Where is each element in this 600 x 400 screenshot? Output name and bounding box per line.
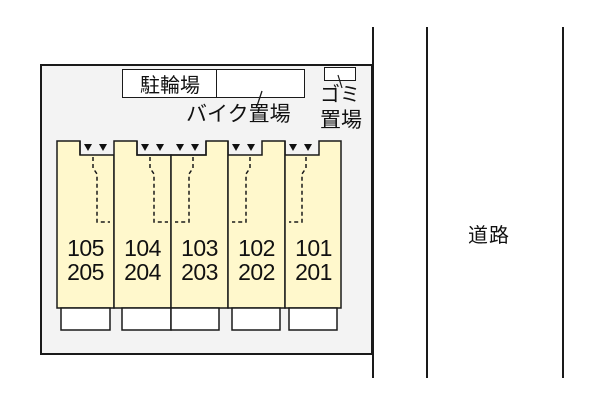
- road-edge-line-right: [562, 27, 564, 378]
- unit-upper-number: 202: [238, 259, 275, 285]
- unit-104-204: 104 204: [114, 236, 171, 284]
- unit-ground-number: 103: [181, 235, 218, 261]
- entrance-markers: [84, 144, 312, 151]
- road-label: 道路: [468, 223, 510, 247]
- road-edge-line-left: [426, 27, 428, 378]
- unit-101-201: 101 201: [285, 236, 342, 284]
- unit-105-205: 105 205: [57, 236, 114, 284]
- bicycle-parking-label-box: 駐輪場: [122, 69, 218, 98]
- unit-upper-number: 204: [124, 259, 161, 285]
- unit-ground-number: 104: [124, 235, 161, 261]
- unit-upper-number: 205: [67, 259, 104, 285]
- units-outline: [56, 140, 342, 309]
- motorbike-leader-line: [256, 90, 263, 107]
- lot-road-boundary-line: [372, 27, 374, 378]
- garbage-label-line2: 置場: [320, 108, 362, 132]
- bicycle-parking-label: 駐輪場: [140, 73, 200, 97]
- unit-ground-number: 101: [295, 235, 332, 261]
- unit-102-202: 102 202: [228, 236, 285, 284]
- garbage-label-line1: ゴミ: [320, 82, 360, 106]
- unit-103-203: 103 203: [171, 236, 228, 284]
- stair-dashed-lines: [92, 157, 307, 223]
- balconies: [60, 307, 338, 331]
- motorbike-parking-label: バイク置場: [186, 102, 291, 126]
- unit-ground-number: 102: [238, 235, 275, 261]
- unit-upper-number: 203: [181, 259, 218, 285]
- unit-ground-number: 105: [67, 235, 104, 261]
- unit-upper-number: 201: [295, 259, 332, 285]
- garbage-leader-line: [337, 74, 343, 89]
